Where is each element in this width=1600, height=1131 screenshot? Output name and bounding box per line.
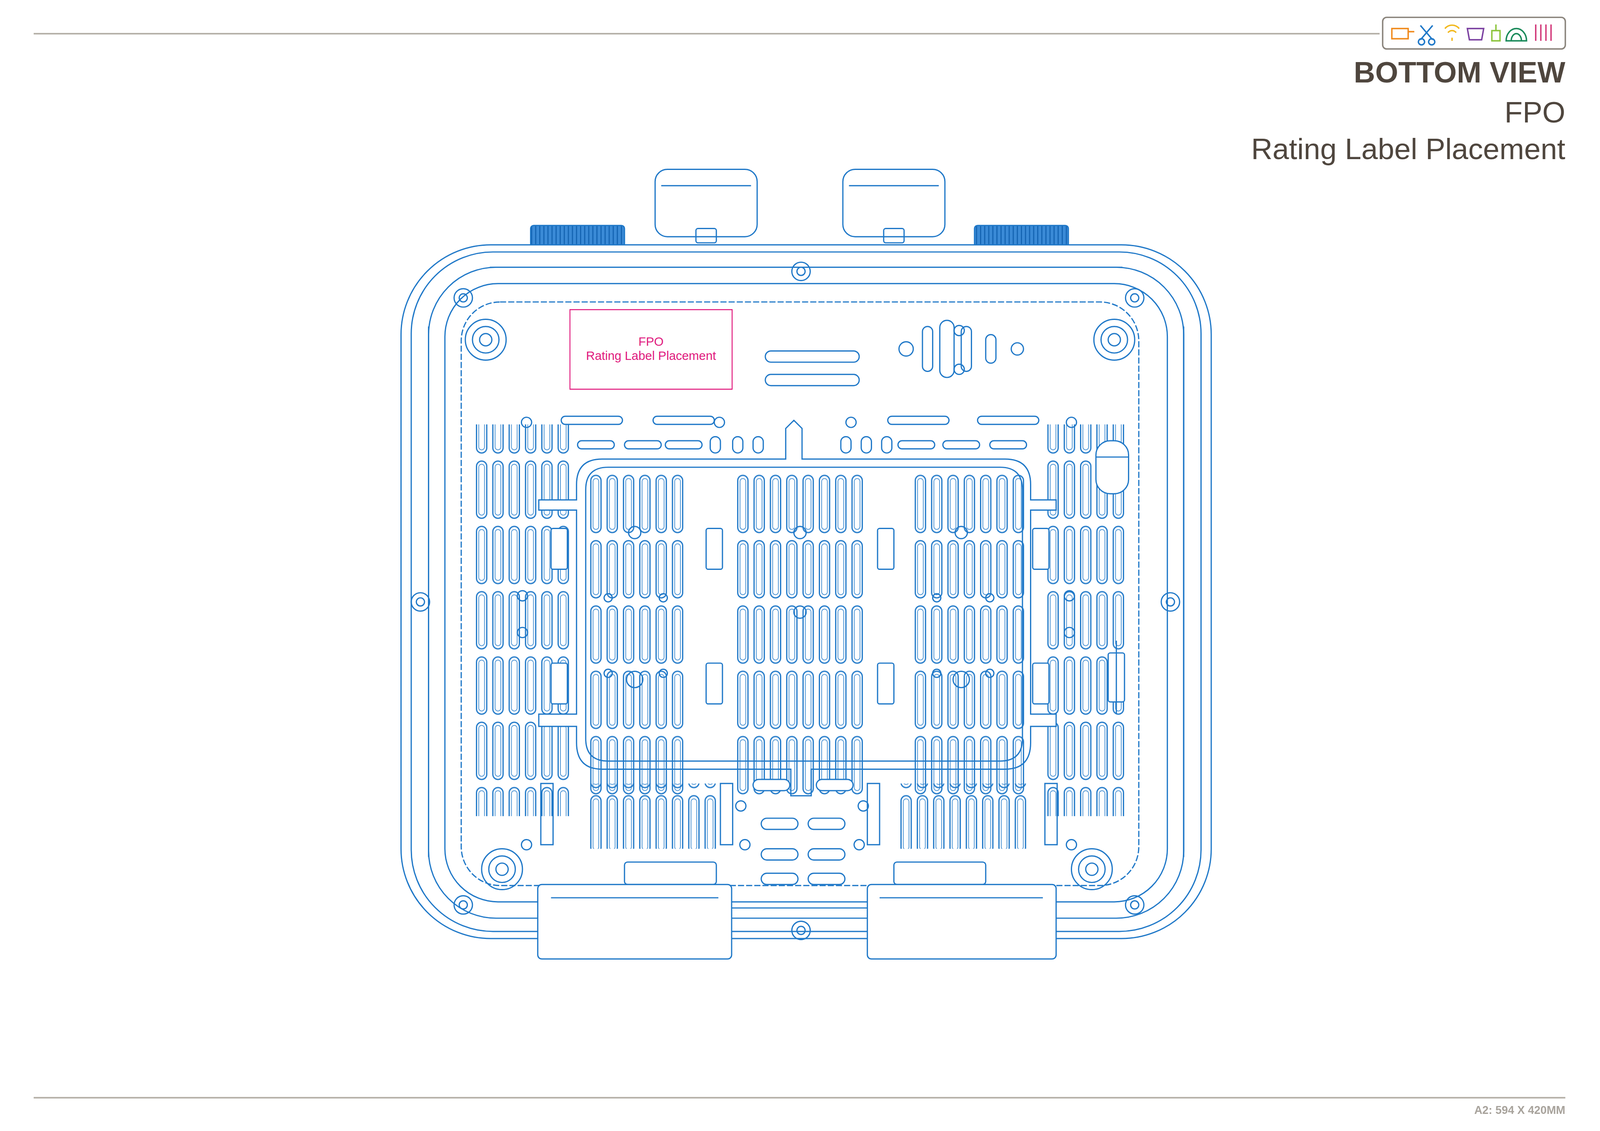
rating-label-box: FPORating Label Placement (569, 309, 733, 390)
sheet-size-note: A2: 594 X 420MM (1474, 1105, 1566, 1117)
subtitle-text: Rating Label Placement (1251, 134, 1566, 165)
appliance-outline (400, 169, 1212, 960)
view-title: BOTTOM VIEW (1353, 58, 1566, 88)
frame-line (33, 1097, 1566, 1099)
icon-strip (1382, 17, 1565, 50)
label-text: FPO (638, 335, 664, 350)
subtitle-text: FPO (1504, 97, 1566, 128)
label-text: Rating Label Placement (585, 349, 716, 364)
frame-line (33, 32, 1380, 35)
